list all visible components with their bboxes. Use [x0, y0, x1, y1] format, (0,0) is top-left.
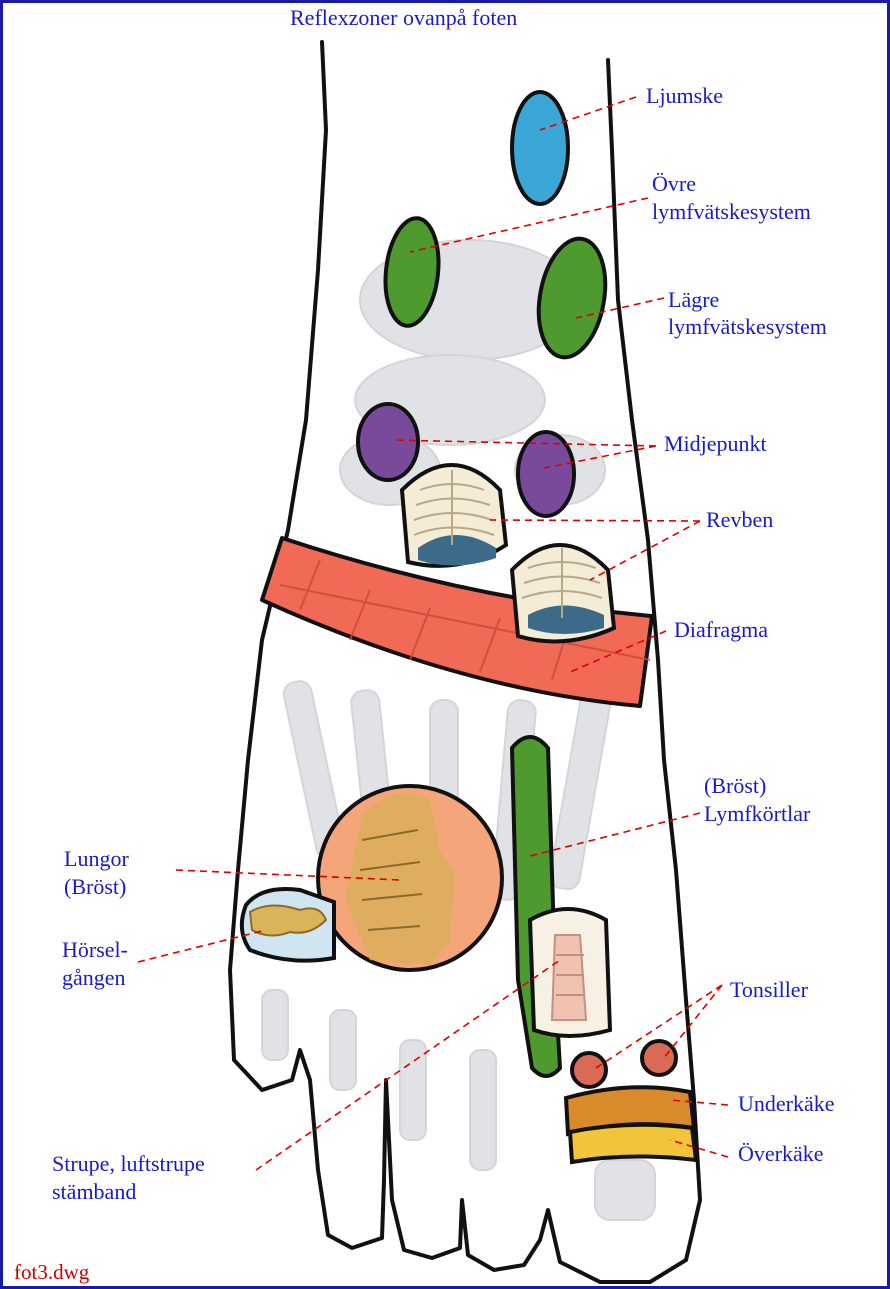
label-ljumske: Ljumske	[646, 83, 723, 108]
overkake-zone	[567, 1122, 699, 1165]
label-ovre-line1: Övre	[652, 171, 696, 196]
label-horsel-line1: Hörsel-	[62, 937, 128, 962]
diagram-title: Reflexzoner ovanpå foten	[290, 5, 518, 30]
label-brost-line1: (Bröst)	[704, 773, 767, 798]
label-tonsiller: Tonsiller	[730, 977, 808, 1002]
label-lagre-line1: Lägre	[668, 287, 720, 312]
foot-outline	[228, 40, 702, 1284]
label-overkake: Överkäke	[738, 1141, 824, 1166]
label-underkake: Underkäke	[738, 1091, 835, 1116]
label-ovre-line2: lymfvätskesystem	[652, 199, 811, 224]
tonsill-zone-left	[570, 1051, 608, 1089]
strupe-zone	[527, 907, 613, 1038]
revben-zone-left	[399, 463, 509, 568]
midjepunkt-zone-left	[356, 402, 420, 482]
tonsill-zone-right	[640, 1039, 678, 1077]
label-lagre-line2: lymfvätskesystem	[668, 314, 827, 339]
label-lungor-line2: (Bröst)	[64, 874, 127, 899]
label-diafragma: Diafragma	[674, 617, 769, 642]
midjepunkt-zone-right	[516, 430, 576, 518]
leader-lines	[137, 96, 729, 1171]
label-lungor-line1: Lungor	[64, 846, 129, 871]
ovre-lymph-zone	[383, 216, 441, 328]
label-midjepunkt: Midjepunkt	[664, 431, 767, 456]
label-strupe-line2: stämband	[52, 1179, 137, 1204]
label-strupe-line1: Strupe, luftstrupe	[52, 1151, 205, 1176]
ljumske-zone	[510, 90, 570, 206]
file-name: fot3.dwg	[14, 1260, 90, 1284]
label-horsel-line2: gången	[62, 965, 126, 990]
lagre-lymph-zone	[536, 236, 608, 360]
diafragma-zone	[260, 536, 654, 708]
revben-zone-right	[509, 543, 617, 644]
label-brost-line2: Lymfkörtlar	[704, 801, 811, 826]
label-revben: Revben	[706, 507, 774, 532]
